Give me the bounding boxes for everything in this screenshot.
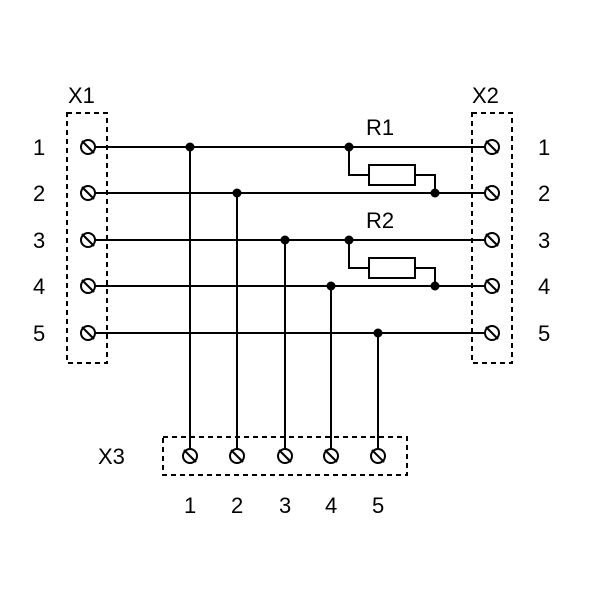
screw-slash bbox=[371, 449, 385, 463]
screw-slash bbox=[485, 186, 499, 200]
x1-pin-label: 2 bbox=[33, 181, 45, 206]
screw-slash bbox=[183, 449, 197, 463]
screw-terminal-icon bbox=[80, 325, 96, 341]
resistor-r2-body bbox=[368, 257, 416, 279]
x1-pin-label: 5 bbox=[33, 321, 45, 346]
screw-slash bbox=[485, 279, 499, 293]
screw-slash bbox=[81, 233, 95, 247]
screw-slash bbox=[485, 326, 499, 340]
screw-terminal-icon bbox=[370, 448, 386, 464]
screw-slash bbox=[81, 279, 95, 293]
x3-pin-label: 1 bbox=[184, 493, 196, 518]
screw-terminal-icon bbox=[484, 325, 500, 341]
x2-pin-label: 4 bbox=[538, 274, 550, 299]
junction-dot bbox=[280, 235, 290, 245]
resistor-label: R2 bbox=[366, 208, 394, 233]
junction-dot bbox=[232, 188, 242, 198]
x2-pin-label: 3 bbox=[538, 228, 550, 253]
x3-pin-label: 2 bbox=[231, 493, 243, 518]
screw-terminal-icon bbox=[484, 232, 500, 248]
screw-terminal-icon bbox=[277, 448, 293, 464]
screw-terminal-icon bbox=[484, 139, 500, 155]
screw-terminal-icon bbox=[80, 278, 96, 294]
junction-dot bbox=[430, 188, 440, 198]
screw-slash bbox=[230, 449, 244, 463]
screw-terminal-icon bbox=[229, 448, 245, 464]
screw-slash bbox=[485, 233, 499, 247]
junction-dot bbox=[373, 328, 383, 338]
connector-x1-box bbox=[66, 112, 108, 364]
x3-pin-label: 4 bbox=[325, 493, 337, 518]
x2-pin-label: 5 bbox=[538, 321, 550, 346]
screw-slash bbox=[81, 140, 95, 154]
junction-dot bbox=[430, 281, 440, 291]
screw-slash bbox=[324, 449, 338, 463]
x1-pin-label: 4 bbox=[33, 274, 45, 299]
connector-x1-label: X1 bbox=[68, 83, 95, 108]
screw-terminal-icon bbox=[484, 278, 500, 294]
x1-pin-label: 3 bbox=[33, 228, 45, 253]
screw-slash bbox=[485, 140, 499, 154]
x2-pin-label: 2 bbox=[538, 181, 550, 206]
screw-terminal-icon bbox=[323, 448, 339, 464]
screw-terminal-icon bbox=[182, 448, 198, 464]
connector-x2-box bbox=[471, 112, 513, 364]
x3-pin-label: 3 bbox=[279, 493, 291, 518]
resistor-lead bbox=[415, 174, 436, 193]
screw-terminal-icon bbox=[80, 185, 96, 201]
connector-x2-label: X2 bbox=[472, 83, 499, 108]
resistor-lead bbox=[348, 147, 369, 176]
x1-pin-label: 1 bbox=[33, 135, 45, 160]
junction-dot bbox=[326, 281, 336, 291]
screw-slash bbox=[278, 449, 292, 463]
resistor-lead bbox=[348, 240, 369, 269]
resistor-r1-body bbox=[368, 164, 416, 186]
x2-pin-label: 1 bbox=[538, 135, 550, 160]
screw-terminal-icon bbox=[484, 185, 500, 201]
screw-terminal-icon bbox=[80, 139, 96, 155]
screw-slash bbox=[81, 186, 95, 200]
junction-dot bbox=[185, 142, 195, 152]
resistor-label: R1 bbox=[366, 115, 394, 140]
connector-x3-label: X3 bbox=[98, 444, 125, 469]
x3-pin-label: 5 bbox=[372, 493, 384, 518]
screw-terminal-icon bbox=[80, 232, 96, 248]
screw-slash bbox=[81, 326, 95, 340]
resistor-lead bbox=[415, 267, 436, 286]
